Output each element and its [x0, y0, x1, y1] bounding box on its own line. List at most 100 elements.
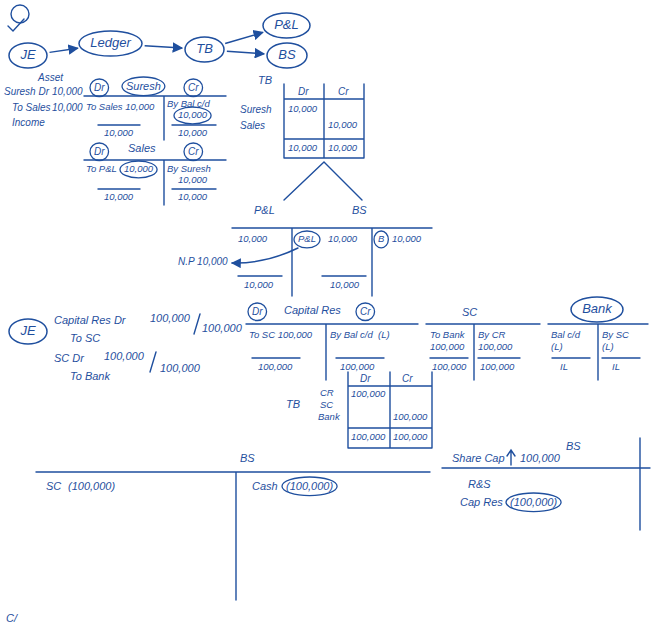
ink-note: Capital Res Dr	[54, 314, 126, 327]
ink-note: 10,000	[238, 234, 267, 245]
circled-step: BS	[266, 42, 308, 69]
t-account	[548, 324, 648, 380]
ink-note: 10,000	[178, 175, 207, 186]
t-account	[232, 228, 432, 296]
ink-note: Asset	[38, 72, 63, 84]
ink-note: Dr	[252, 306, 263, 318]
ink-ring	[506, 493, 561, 512]
ink-note: 10,000	[124, 164, 153, 175]
ink-ring	[294, 231, 320, 248]
ink-ring	[248, 303, 267, 321]
step-label: BS	[278, 48, 295, 63]
ink-ring	[174, 107, 211, 124]
ink-note: (100,000)	[510, 496, 557, 509]
ink-note: To Bank	[430, 330, 465, 341]
ink-note: By Bal c/d	[330, 330, 373, 341]
ink-ring	[184, 143, 203, 161]
step-label: Bank	[582, 302, 612, 317]
ink-note: 100,000	[430, 342, 464, 353]
t-account	[84, 160, 226, 205]
ink-ring	[282, 477, 337, 496]
ink-note: N.P 10,000	[178, 256, 228, 268]
ink-note: To SC 100,000	[249, 330, 312, 341]
ink-note: By CR	[478, 330, 505, 341]
step-label: JE	[20, 324, 35, 339]
circled-step: Bank	[570, 296, 624, 323]
ink-note: Capital Res	[284, 304, 341, 317]
ink-note: TB	[258, 74, 272, 87]
circled-step: Ledger	[78, 30, 143, 57]
ink-note: Bal c/d	[551, 330, 580, 341]
split-lines	[284, 162, 362, 200]
ink-note: 10,000	[328, 234, 357, 245]
total-rule	[98, 188, 216, 189]
ink-note: CR	[320, 388, 334, 399]
ink-ring	[184, 79, 203, 97]
ink-note: 100,000	[351, 389, 385, 400]
ink-note: Cr	[402, 373, 413, 385]
scribble-circle	[11, 5, 29, 23]
increase-arrow	[507, 450, 515, 465]
ink-note: 100,000	[340, 362, 374, 373]
balance-sheet-t	[442, 438, 650, 530]
ink-note: 10,000	[392, 234, 421, 245]
ink-note: 100,000	[432, 362, 466, 373]
ink-note: 10,000	[244, 280, 273, 291]
ink-note: 100,000	[160, 362, 200, 375]
ink-note: Share Cap	[452, 452, 505, 465]
ink-ellipse	[571, 297, 623, 322]
ink-note: 10,000	[178, 192, 207, 203]
ink-note: 10,000	[288, 104, 317, 115]
ink-note: Dr	[360, 373, 371, 385]
tick-mark	[8, 19, 24, 31]
step-label: JE	[20, 48, 35, 63]
ink-ring	[356, 303, 375, 321]
ink-note: IL	[560, 362, 568, 373]
ink-note: To Sales	[12, 102, 51, 114]
ink-note: 100,000	[258, 362, 292, 373]
ink-note: 100,000	[150, 312, 190, 325]
ink-note: BS	[566, 440, 581, 453]
ink-note: To SC	[70, 332, 100, 345]
ink-note: 10,000	[178, 110, 207, 121]
ink-note: Cr	[188, 146, 199, 158]
ink-note: 100,000	[478, 342, 512, 353]
ink-note: (L)	[378, 330, 390, 341]
total-rule	[552, 357, 640, 358]
trial-balance-grid	[348, 372, 432, 448]
ink-note: Suresh	[240, 104, 272, 116]
flow-arrow	[227, 51, 264, 54]
ink-note: 100,000	[351, 432, 385, 443]
ink-note: 100,000	[393, 412, 427, 423]
ink-note: To Sales 10,000	[86, 102, 154, 113]
t-account	[84, 96, 226, 140]
transfer-arrow	[232, 248, 298, 263]
ink-note: (100,000)	[286, 480, 333, 493]
ink-note: By Bal c/d	[167, 99, 210, 110]
ink-note: 10,000	[288, 143, 317, 154]
ink-ring	[374, 231, 388, 248]
ink-note: 10,000	[328, 143, 357, 154]
t-account	[426, 324, 540, 380]
ink-note: R&S	[468, 478, 491, 491]
ink-ellipse	[267, 43, 307, 68]
ink-note: P&L	[298, 234, 316, 245]
ink-note: Sales	[128, 142, 156, 155]
ink-note: Sales	[240, 120, 265, 132]
ink-note: 10,000	[52, 102, 83, 114]
ink-note: C/	[6, 612, 17, 625]
ink-note: 100,000	[104, 350, 144, 363]
ink-ring	[122, 77, 165, 96]
ink-ellipse	[9, 319, 47, 344]
ink-note: Cr	[188, 82, 199, 94]
flow-arrow	[225, 32, 263, 43]
ink-note: 10,000	[104, 192, 133, 203]
ink-note: Suresh	[126, 80, 161, 93]
ink-ring	[90, 79, 109, 97]
total-rule	[98, 124, 216, 125]
total-rule	[252, 357, 384, 358]
ink-note: 10,000	[104, 128, 133, 139]
ink-note: 100,000	[520, 452, 560, 465]
ink-note: 100,000	[480, 362, 514, 373]
ink-note: TB	[286, 398, 300, 411]
